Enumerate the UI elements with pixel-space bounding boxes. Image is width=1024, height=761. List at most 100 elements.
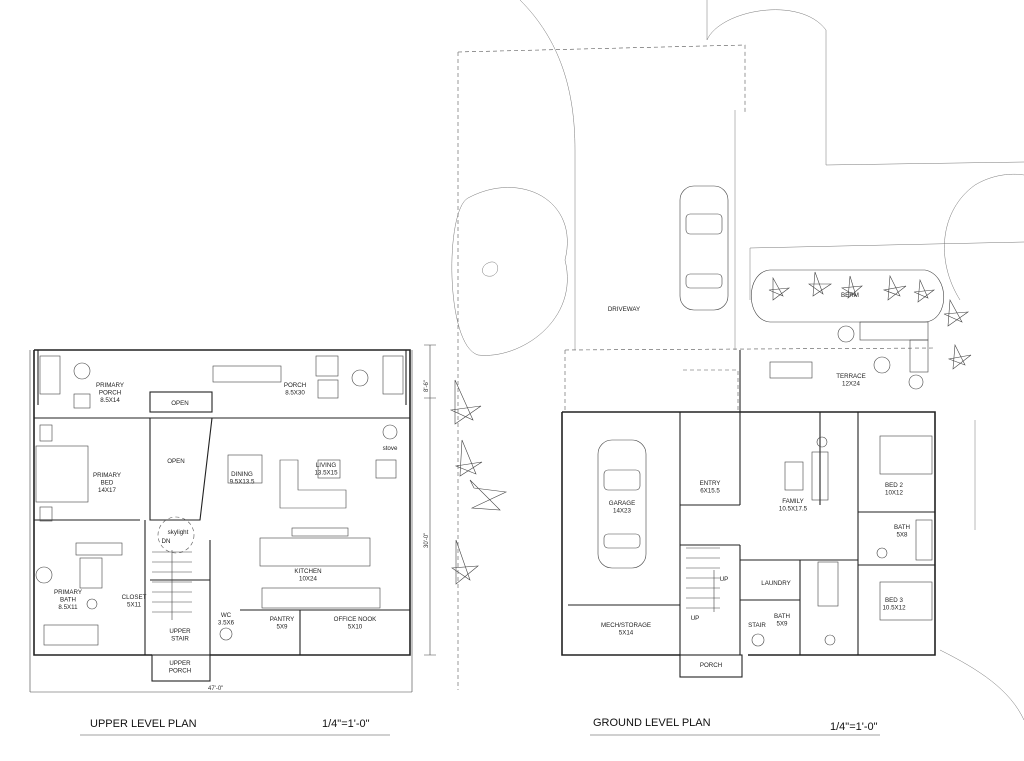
room-label-line: 8.5X14 <box>100 397 120 404</box>
room-label-line: 8.5X11 <box>58 604 78 611</box>
room-label-line: 10.5X12 <box>882 604 906 611</box>
room-label-line: PORCH <box>169 667 191 674</box>
room-label-line: 5X9 <box>276 623 288 630</box>
room-label-line: 5X10 <box>348 623 363 630</box>
room-label-line: BED <box>101 479 114 486</box>
room-label-line: PANTRY <box>270 616 295 623</box>
room-label-line: BED 2 <box>885 482 903 489</box>
upper-level-plan <box>29 344 436 693</box>
upper-depth-dimension: 30'-0" <box>424 533 430 548</box>
ground-room-label-up1: UP <box>720 576 729 583</box>
room-label-line: PORCH <box>284 382 306 389</box>
room-label-line: WC <box>221 612 232 619</box>
ground-room-label-laundry: LAUNDRY <box>761 580 790 587</box>
room-label-line: skylight <box>168 529 189 536</box>
room-label-line: GARAGE <box>609 500 635 507</box>
room-label-line: 8.5X30 <box>285 389 305 396</box>
room-label-line: MECH/STORAGE <box>601 622 651 629</box>
ground-room-label-berm: BERM <box>841 292 859 299</box>
site-context <box>449 0 1024 721</box>
room-label-line: STAIR <box>171 635 189 642</box>
room-label-line: DINING <box>231 471 253 478</box>
room-label-line: CLOSET <box>122 594 147 601</box>
upper-room-label-skylight: skylight <box>168 529 189 536</box>
room-label-line: 10.5X17.5 <box>779 505 808 512</box>
room-label-line: DN <box>162 538 171 545</box>
ground-plan-scale: 1/4"=1'-0" <box>830 721 878 733</box>
room-label-line: DRIVEWAY <box>608 306 640 313</box>
ground-room-label-porch: PORCH <box>700 662 722 669</box>
room-label-line: 12X24 <box>842 380 860 387</box>
room-label-line: BATH <box>60 596 76 603</box>
room-label-line: PRIMARY <box>54 589 82 596</box>
room-label-line: BATH <box>894 524 910 531</box>
room-label-line: stove <box>383 445 398 452</box>
room-label-line: 6X15.5 <box>700 487 720 494</box>
room-label-line: OPEN <box>171 400 189 407</box>
ground-room-label-stair: STAIR <box>748 622 766 629</box>
room-label-line: UP <box>691 615 700 622</box>
room-label-line: 5X8 <box>896 531 908 538</box>
ground-room-label-up2: UP <box>691 615 700 622</box>
room-label-line: OPEN <box>167 458 185 465</box>
room-label-line: BED 3 <box>885 597 903 604</box>
room-label-line: 14X17 <box>98 487 116 494</box>
upper-plan-scale: 1/4"=1'-0" <box>322 718 370 730</box>
room-label-line: LAUNDRY <box>761 580 790 587</box>
room-label-line: UP <box>720 576 729 583</box>
ground-plan-title: GROUND LEVEL PLAN <box>593 717 711 729</box>
room-label-line: FAMILY <box>782 498 804 505</box>
room-label-line: STAIR <box>748 622 766 629</box>
room-label-line: PRIMARY <box>96 382 124 389</box>
ground-level-plan <box>561 321 936 678</box>
room-label-line: KITCHEN <box>294 568 321 575</box>
room-label-line: 5X11 <box>127 601 142 608</box>
room-label-line: 13.5X15 <box>314 469 338 476</box>
room-label-line: UPPER <box>169 628 191 635</box>
room-label-line: 9.5X13.5 <box>230 478 255 485</box>
upper-width-dimension: 47'-0" <box>208 686 223 692</box>
ground-room-label-driveway: DRIVEWAY <box>608 306 640 313</box>
room-label-line: PORCH <box>99 389 121 396</box>
room-label-line: TERRACE <box>836 373 866 380</box>
room-label-line: OFFICE NOOK <box>334 616 377 623</box>
upper-room-label-open-top: OPEN <box>171 400 189 407</box>
room-label-line: PRIMARY <box>93 472 121 479</box>
room-label-line: 10X12 <box>885 489 903 496</box>
upper-room-label-stove: stove <box>383 445 398 452</box>
room-label-line: UPPER <box>169 660 191 667</box>
room-label-line: BATH <box>774 613 790 620</box>
room-label-line: LIVING <box>316 462 336 469</box>
room-label-line: ENTRY <box>700 480 721 487</box>
upper-porch-dimension: 8'-6" <box>424 380 430 392</box>
room-label-line: 3.5X6 <box>218 619 235 626</box>
room-label-line: 5X14 <box>619 629 634 636</box>
upper-plan-title: UPPER LEVEL PLAN <box>90 718 197 730</box>
room-label-line: 10X24 <box>299 575 317 582</box>
upper-room-label-open-mid: OPEN <box>167 458 185 465</box>
room-label-line: 14X23 <box>613 507 631 514</box>
